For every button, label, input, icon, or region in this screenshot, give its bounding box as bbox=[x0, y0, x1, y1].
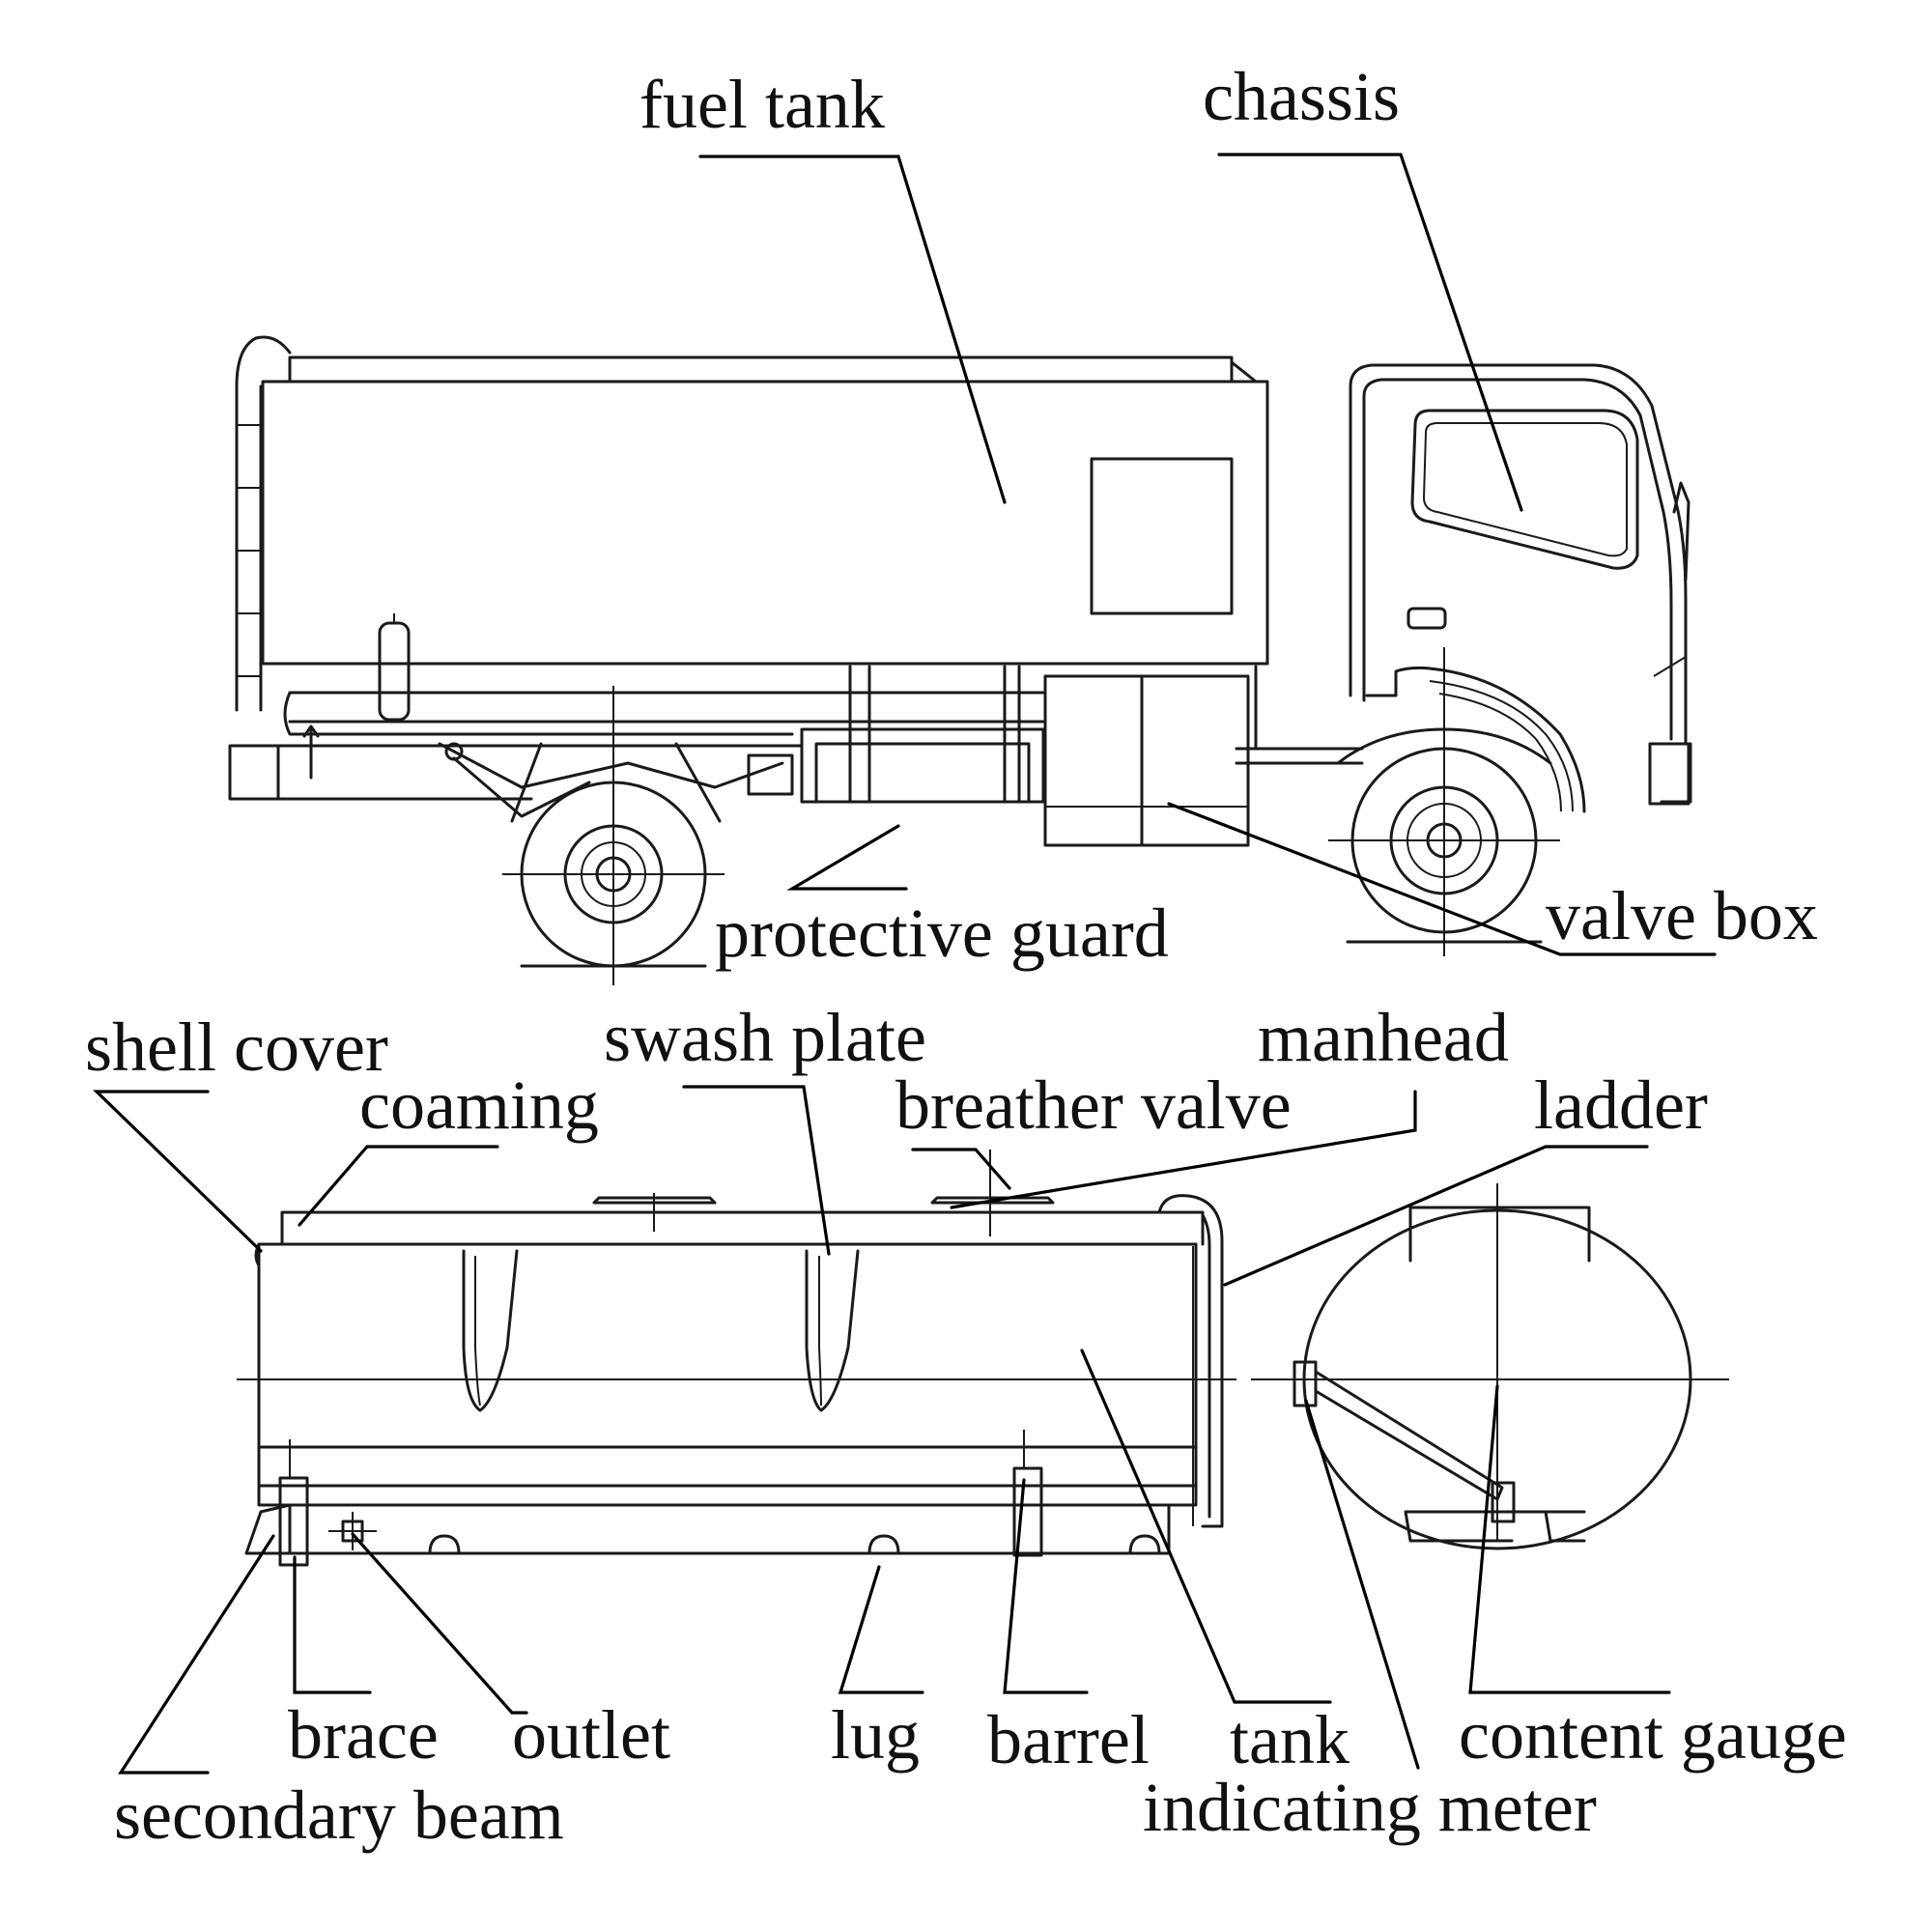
leader-valve-box bbox=[1167, 802, 1717, 956]
label-chassis: chassis bbox=[1203, 58, 1400, 135]
truck-rear-wheel bbox=[502, 686, 724, 985]
leader-secondary-beam bbox=[118, 1534, 275, 1775]
tank-braces bbox=[278, 1430, 1043, 1567]
label-protective-guard: protective guard bbox=[715, 895, 1169, 972]
truck-front-wheel bbox=[1328, 647, 1560, 956]
tank-side-ladder bbox=[1157, 1194, 1224, 1528]
tank-barrel-body bbox=[237, 1242, 1236, 1507]
truck-fuel-tank bbox=[261, 355, 1269, 666]
label-breather-valve: breather valve bbox=[895, 1066, 1292, 1144]
label-content-gauge: content gauge bbox=[1459, 1696, 1847, 1774]
label-valve-box: valve box bbox=[1546, 877, 1818, 954]
leader-indicating-meter bbox=[1304, 1399, 1420, 1770]
label-barrel: barrel bbox=[987, 1701, 1150, 1778]
label-coaming: coaming bbox=[359, 1066, 599, 1144]
tank-coaming bbox=[254, 1210, 1205, 1267]
tank-end-base bbox=[1404, 1510, 1586, 1543]
leader-manhead bbox=[950, 1090, 1417, 1209]
label-manhead: manhead bbox=[1258, 999, 1509, 1076]
tank-secondary-beam bbox=[244, 1503, 1171, 1555]
tank-outlet bbox=[328, 1512, 377, 1550]
leader-swash-plate bbox=[682, 1085, 831, 1256]
leader-shell-cover bbox=[93, 1090, 263, 1253]
label-indicating-meter: indicating meter bbox=[1143, 1769, 1597, 1846]
leader-outlet bbox=[351, 1532, 528, 1715]
truck-protective-guard bbox=[800, 727, 1045, 804]
tank-end-indicating-meter bbox=[1293, 1360, 1516, 1523]
leader-lines bbox=[93, 153, 1717, 1775]
truck-cab bbox=[1349, 363, 1692, 813]
truck-side-view bbox=[228, 335, 1692, 985]
tank-swash-plates bbox=[462, 1249, 860, 1412]
tank-end-manhole bbox=[1408, 1206, 1591, 1263]
label-fuel-tank: fuel tank bbox=[639, 66, 885, 143]
leader-breather-valve bbox=[911, 1148, 1011, 1190]
leader-lug bbox=[838, 1565, 924, 1694]
tank-side-view bbox=[237, 1150, 1236, 1567]
label-shell-cover: shell cover bbox=[85, 1009, 388, 1086]
label-lug: lug bbox=[831, 1696, 921, 1774]
leader-tank bbox=[1080, 1349, 1332, 1704]
label-ladder: ladder bbox=[1534, 1066, 1708, 1144]
leader-chassis bbox=[1217, 153, 1523, 512]
leader-brace bbox=[293, 1555, 372, 1694]
label-swash-plate: swash plate bbox=[604, 999, 926, 1076]
leader-ladder bbox=[1223, 1145, 1649, 1287]
label-tank: tank bbox=[1230, 1701, 1350, 1778]
leader-fuel-tank bbox=[698, 155, 1007, 504]
tank-lugs bbox=[428, 1534, 1161, 1555]
leader-content-gauge bbox=[1468, 1384, 1671, 1694]
truck-valve-box bbox=[1043, 674, 1250, 847]
tank-end-view bbox=[1251, 1183, 1729, 1550]
label-outlet: outlet bbox=[512, 1696, 670, 1774]
label-brace: brace bbox=[288, 1696, 439, 1774]
truck-side-frame bbox=[228, 613, 1364, 804]
leader-protective-guard bbox=[786, 824, 908, 891]
leader-barrel bbox=[1003, 1478, 1089, 1694]
leader-coaming bbox=[298, 1145, 499, 1227]
label-secondary-beam: secondary beam bbox=[114, 1776, 564, 1854]
truck-rear-ladder bbox=[235, 335, 292, 712]
